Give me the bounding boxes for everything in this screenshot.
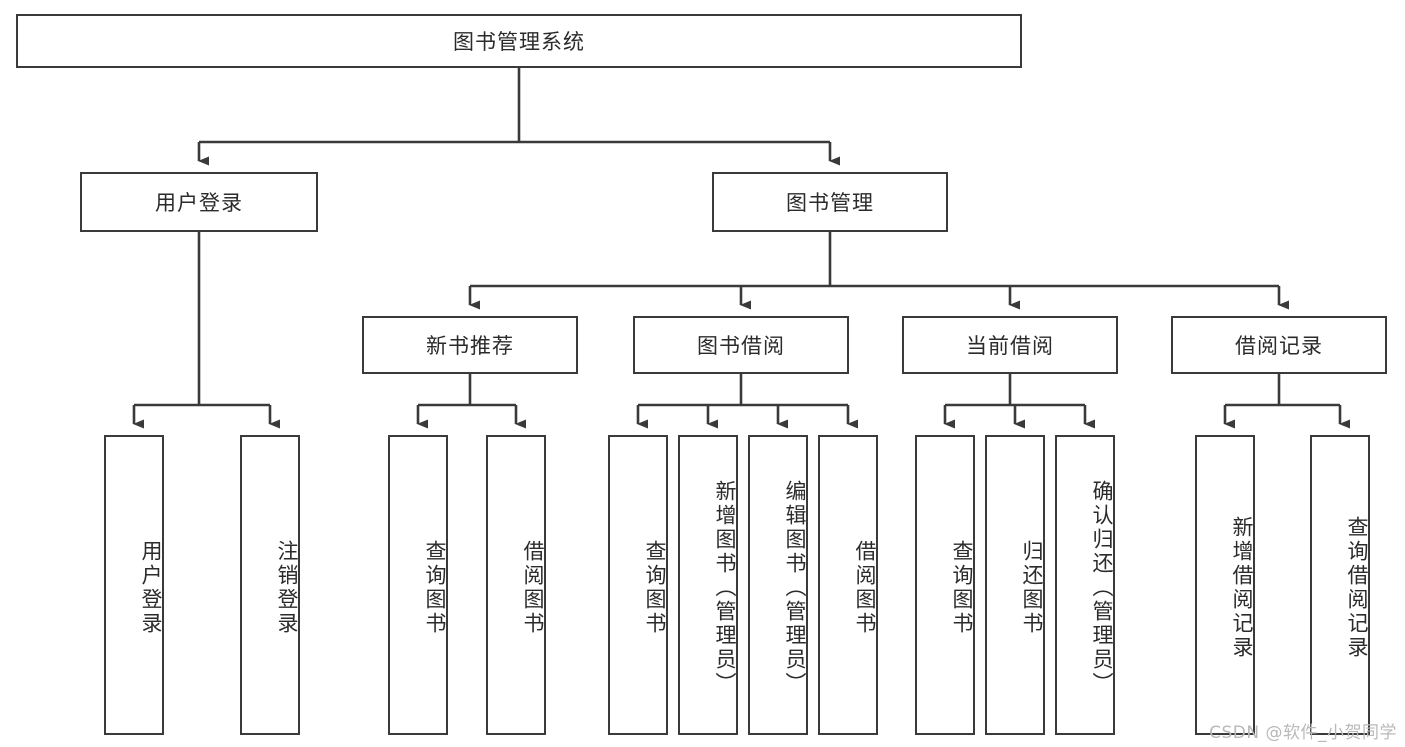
leaf-return-book-label: 归还图书 (1020, 540, 1044, 636)
node-user-login-label: 用户登录 (155, 191, 243, 215)
leaf-borrow-book-label: 借阅图书 (853, 540, 877, 636)
leaf-logout-label: 注销登录 (275, 540, 299, 636)
node-book-borrow[interactable]: 图书借阅 (633, 316, 849, 374)
leaf-borrow-book[interactable]: 借阅图书 (818, 435, 878, 735)
node-book-borrow-label: 图书借阅 (697, 334, 785, 358)
leaf-add-borrow-record[interactable]: 新增借阅记录 (1195, 435, 1255, 735)
leaf-query-book-recommend-label: 查询图书 (423, 540, 447, 636)
leaf-query-book-recommend[interactable]: 查询图书 (388, 435, 448, 735)
node-root[interactable]: 图书管理系统 (16, 14, 1022, 68)
leaf-query-borrow-record-label: 查询借阅记录 (1345, 516, 1369, 660)
leaf-confirm-return-admin[interactable]: 确认归还（管理员） (1055, 435, 1115, 735)
leaf-user-login[interactable]: 用户登录 (104, 435, 164, 735)
leaf-add-book-admin[interactable]: 新增图书（管理员） (678, 435, 738, 735)
node-book-management-label: 图书管理 (786, 191, 874, 215)
leaf-borrow-book-recommend-label: 借阅图书 (521, 540, 545, 636)
node-new-book-recommend[interactable]: 新书推荐 (362, 316, 578, 374)
node-user-login[interactable]: 用户登录 (80, 172, 318, 232)
leaf-add-book-admin-label: 新增图书（管理员） (713, 480, 737, 696)
leaf-edit-book-admin[interactable]: 编辑图书（管理员） (748, 435, 808, 735)
watermark-text: CSDN @软件_小贺同学 (1209, 723, 1397, 743)
node-current-borrow-label: 当前借阅 (966, 334, 1054, 358)
leaf-query-borrow-record[interactable]: 查询借阅记录 (1310, 435, 1370, 735)
leaf-borrow-book-recommend[interactable]: 借阅图书 (486, 435, 546, 735)
leaf-edit-book-admin-label: 编辑图书（管理员） (783, 480, 807, 696)
leaf-query-book-label: 查询图书 (643, 540, 667, 636)
leaf-add-borrow-record-label: 新增借阅记录 (1230, 516, 1254, 660)
node-new-book-recommend-label: 新书推荐 (426, 334, 514, 358)
node-root-label: 图书管理系统 (453, 30, 585, 54)
leaf-return-book[interactable]: 归还图书 (985, 435, 1045, 735)
leaf-query-book-current[interactable]: 查询图书 (915, 435, 975, 735)
node-book-management[interactable]: 图书管理 (712, 172, 948, 232)
leaf-query-book-current-label: 查询图书 (950, 540, 974, 636)
node-current-borrow[interactable]: 当前借阅 (902, 316, 1118, 374)
leaf-logout[interactable]: 注销登录 (240, 435, 300, 735)
leaf-query-book[interactable]: 查询图书 (608, 435, 668, 735)
node-borrow-records-label: 借阅记录 (1235, 334, 1323, 358)
leaf-user-login-label: 用户登录 (139, 540, 163, 636)
leaf-confirm-return-admin-label: 确认归还（管理员） (1090, 480, 1114, 696)
node-borrow-records[interactable]: 借阅记录 (1171, 316, 1387, 374)
